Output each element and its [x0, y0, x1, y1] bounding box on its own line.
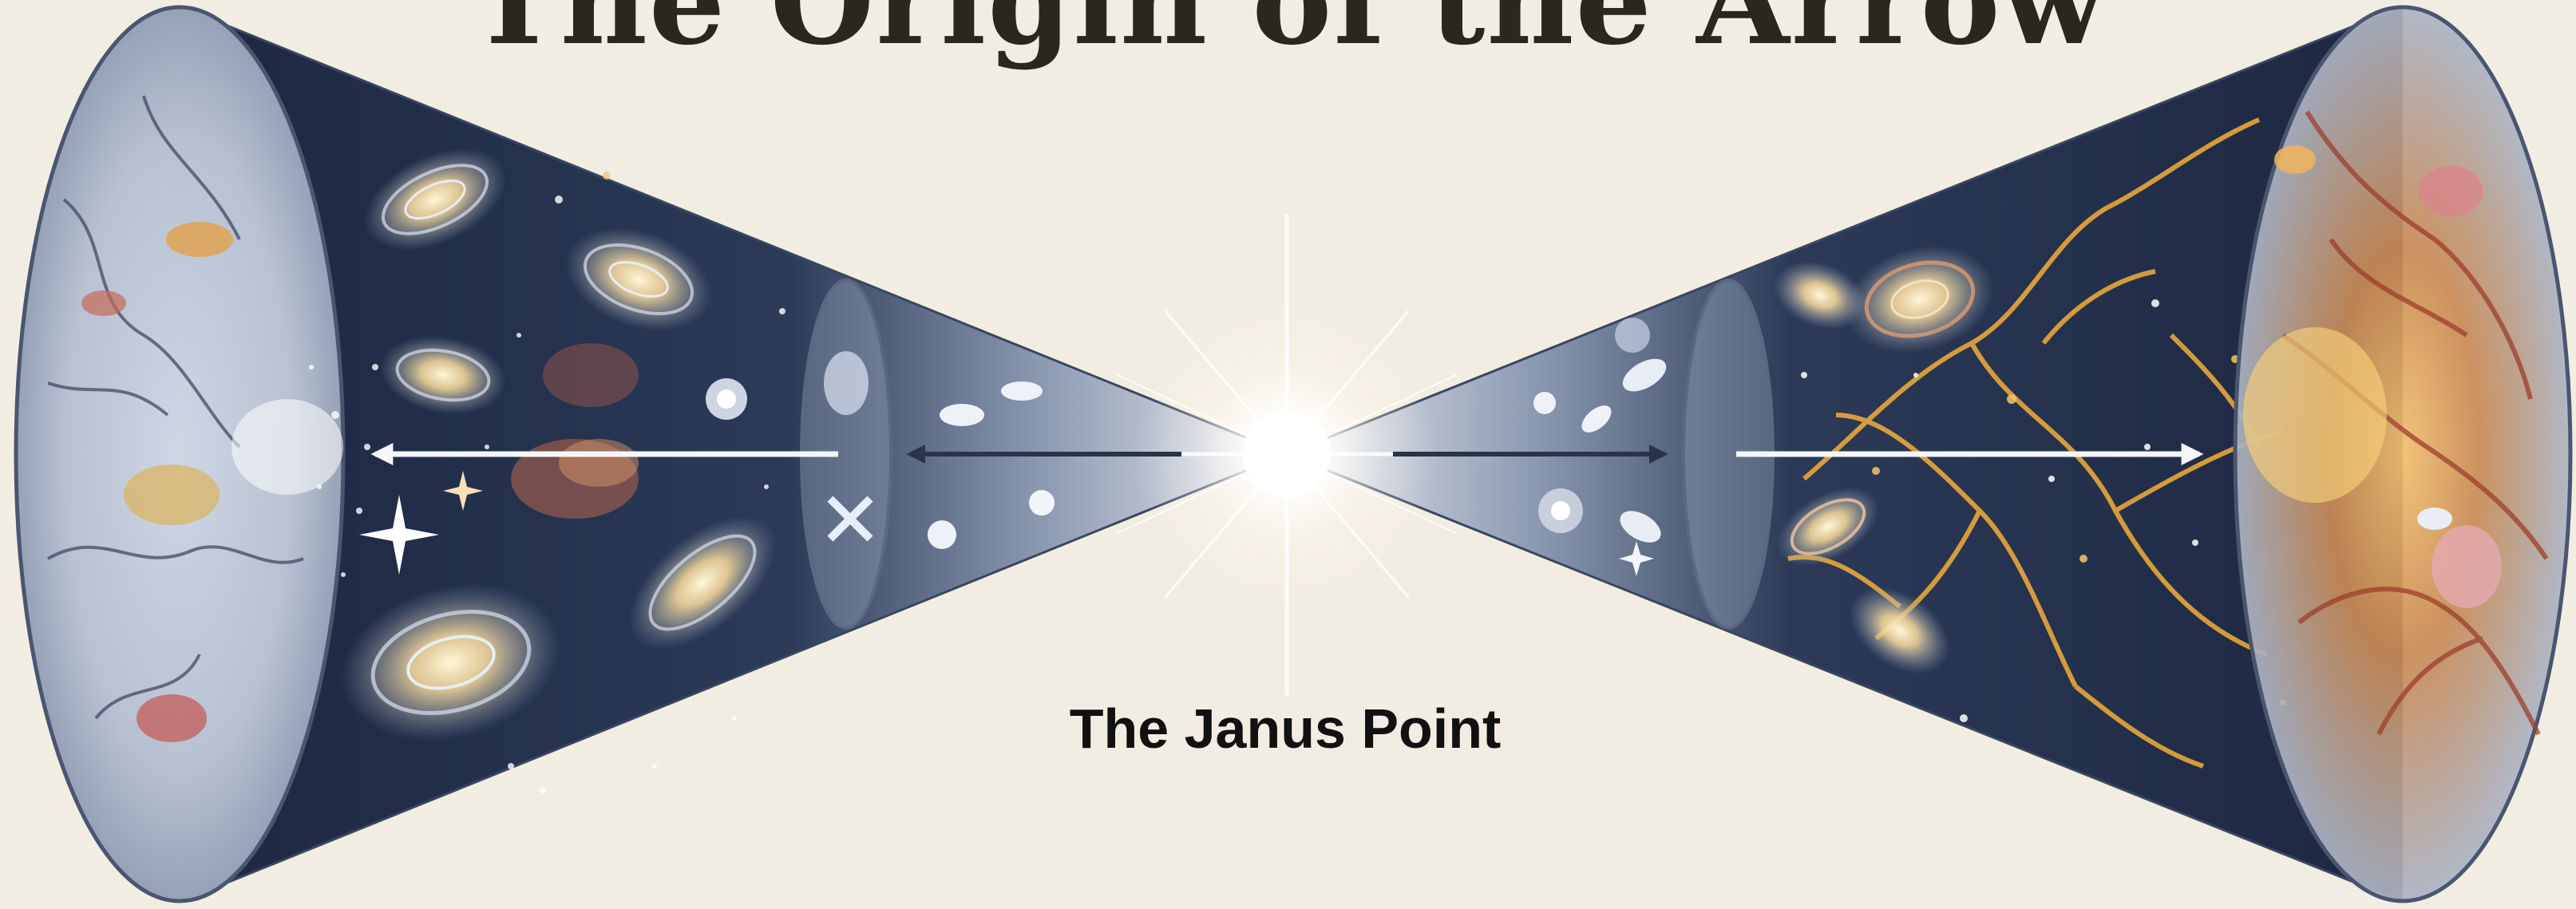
janus-point-label: The Janus Point	[1006, 697, 1565, 761]
nebula-cloud	[511, 439, 639, 519]
nebula-cloud	[543, 343, 639, 407]
diagram-title: The Origin of the Arrow	[0, 0, 2576, 72]
